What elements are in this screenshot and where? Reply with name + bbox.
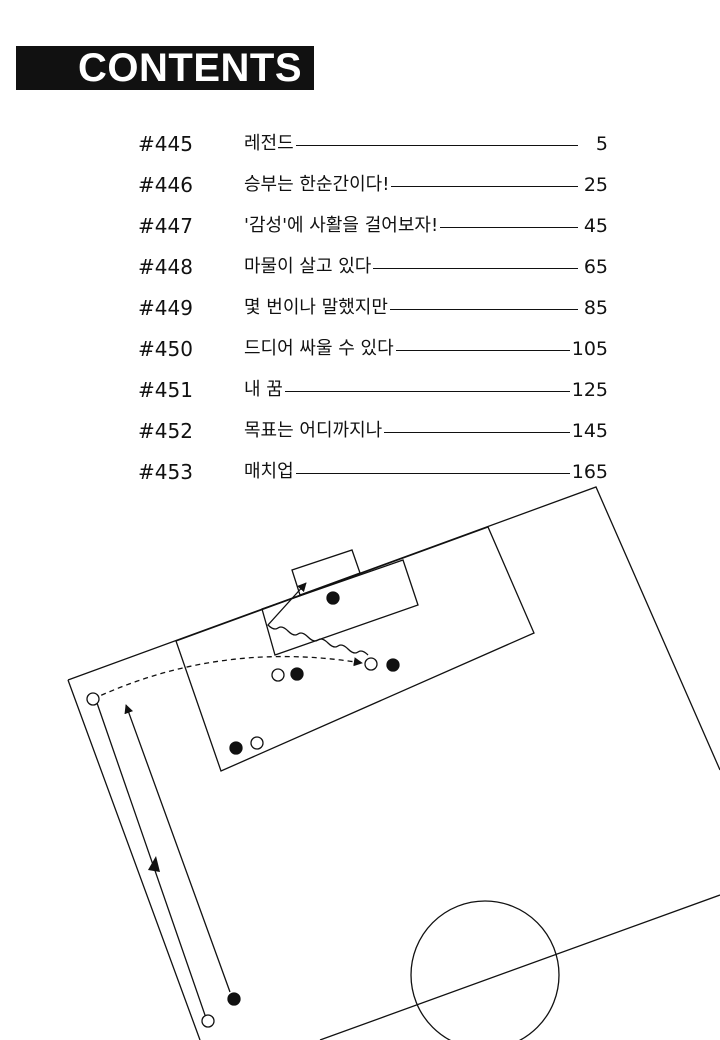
page-number: 125 — [569, 372, 608, 408]
run-arrow-line — [96, 702, 207, 1019]
page-title: CONTENTS — [78, 46, 302, 90]
chapter-number: #447 — [138, 214, 193, 238]
chapter-title: 승부는 한순간이다! — [244, 167, 392, 203]
player-marker-black — [386, 658, 400, 672]
chapter-number: #449 — [138, 296, 193, 320]
player-marker-white — [86, 692, 100, 706]
leader-line — [248, 186, 578, 187]
player-marker-white — [201, 1014, 215, 1028]
player-marker-black — [290, 667, 304, 681]
toc-entry[interactable]: #446 승부는 한순간이다! 25 — [138, 167, 608, 203]
center-circle — [410, 900, 560, 1040]
page-number: 5 — [593, 126, 608, 162]
chapter-number: #453 — [138, 460, 193, 484]
leader-line — [248, 432, 578, 433]
leader-line — [248, 145, 578, 146]
toc-entry[interactable]: #452 목표는 어디까지나 145 — [138, 413, 608, 449]
chapter-title: 마물이 살고 있다 — [244, 249, 374, 285]
toc-entry[interactable]: #453 매치업 165 — [138, 454, 608, 490]
chapter-number: #446 — [138, 173, 193, 197]
toc-entry[interactable]: #447 '감성'에 사활을 걸어보자! 45 — [138, 208, 608, 244]
chapter-number: #448 — [138, 255, 193, 279]
toc-entry[interactable]: #451 내 꿈 125 — [138, 372, 608, 408]
page-number: 85 — [581, 290, 608, 326]
chapter-number: #450 — [138, 337, 193, 361]
penalty-area — [175, 526, 535, 772]
page-number: 65 — [581, 249, 608, 285]
chapter-title: 몇 번이나 말했지만 — [244, 290, 390, 326]
toc-entry[interactable]: #450 드디어 싸울 수 있다 105 — [138, 331, 608, 367]
player-marker-black — [227, 992, 241, 1006]
leader-line — [248, 268, 578, 269]
chapter-title: 매치업 — [244, 454, 296, 490]
page-number: 105 — [569, 331, 608, 367]
toc-entry[interactable]: #448 마물이 살고 있다 65 — [138, 249, 608, 285]
page-number: 165 — [569, 454, 608, 490]
chapter-number: #451 — [138, 378, 193, 402]
chapter-title: 목표는 어디까지나 — [244, 413, 385, 449]
dribble-arrow-wavy — [267, 582, 369, 656]
player-marker-white — [250, 736, 264, 750]
page-number: 25 — [581, 167, 608, 203]
leader-line — [248, 309, 578, 310]
pass-arrow-dashed — [92, 655, 363, 700]
player-marker-black — [229, 741, 243, 755]
player-marker-white — [364, 657, 378, 671]
toc-entry[interactable]: #449 몇 번이나 말했지만 85 — [138, 290, 608, 326]
soccer-play-diagram — [67, 486, 720, 1040]
chapter-title: 레전드 — [244, 126, 296, 162]
title-bar — [16, 46, 314, 90]
goal-area — [261, 559, 419, 656]
chapter-number: #445 — [138, 132, 193, 156]
chapter-title: 내 꿈 — [244, 372, 285, 408]
chapter-title: 드디어 싸울 수 있다 — [244, 331, 396, 367]
player-marker-black — [326, 591, 340, 605]
goal — [291, 549, 361, 596]
leader-line — [248, 350, 578, 351]
page-number: 145 — [569, 413, 608, 449]
chapter-title: '감성'에 사활을 걸어보자! — [244, 208, 441, 244]
leader-line — [248, 473, 578, 474]
leader-line — [248, 391, 578, 392]
arrow-head-icon — [148, 856, 160, 872]
player-marker-white — [271, 668, 285, 682]
run-arrow-line — [124, 704, 231, 993]
chapter-number: #452 — [138, 419, 193, 443]
page-number: 45 — [581, 208, 608, 244]
toc-entry[interactable]: #445 레전드 5 — [138, 126, 608, 162]
pitch-boundary — [67, 486, 720, 1040]
